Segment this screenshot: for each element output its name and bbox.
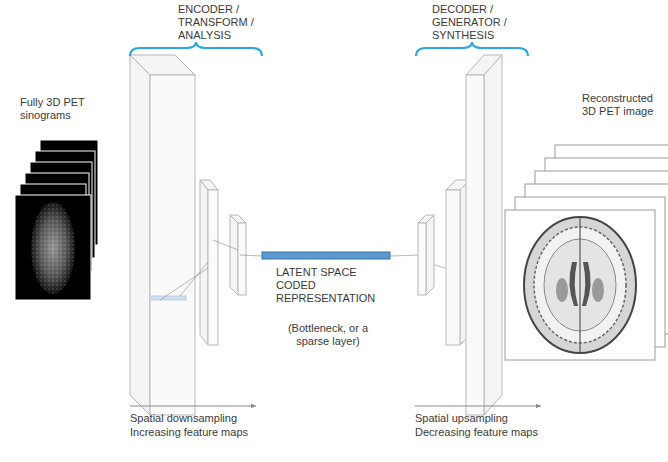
stage-heading: ENCODER / TRANSFORM / ANALYSIS [178, 3, 268, 42]
image-caption: Reconstructed 3D PET image [582, 92, 664, 118]
encoder-bracket [130, 42, 262, 56]
brain-image-stack [505, 145, 668, 360]
image-caption: Fully 3D PET sinograms [20, 96, 102, 122]
latent-bar [262, 252, 390, 259]
brain-slice [524, 217, 636, 353]
axis-note: Decreasing feature maps [415, 426, 565, 439]
image-stack-caption: Fully 3D PET sinograms [20, 96, 102, 122]
decoder-bracket [416, 42, 528, 56]
direction-arrow [130, 406, 256, 407]
stage-heading: DECODER / GENERATOR / SYNTHESIS [432, 3, 526, 42]
encoder-layers [130, 55, 246, 415]
latent-label: (Bottleneck, or a sparse layer) [276, 322, 380, 348]
sinogram-stack [15, 140, 98, 300]
axis-note: Spatial upsampling [415, 412, 565, 425]
direction-arrow [415, 406, 541, 407]
axis-note: Spatial downsampling [130, 412, 280, 425]
latent-label: LATENT SPACE CODED REPRESENTATION [276, 266, 390, 305]
image-stack-caption: Reconstructed 3D PET image [582, 92, 664, 118]
axis-note: Increasing feature maps [130, 426, 280, 439]
decoder-layers [418, 55, 502, 415]
